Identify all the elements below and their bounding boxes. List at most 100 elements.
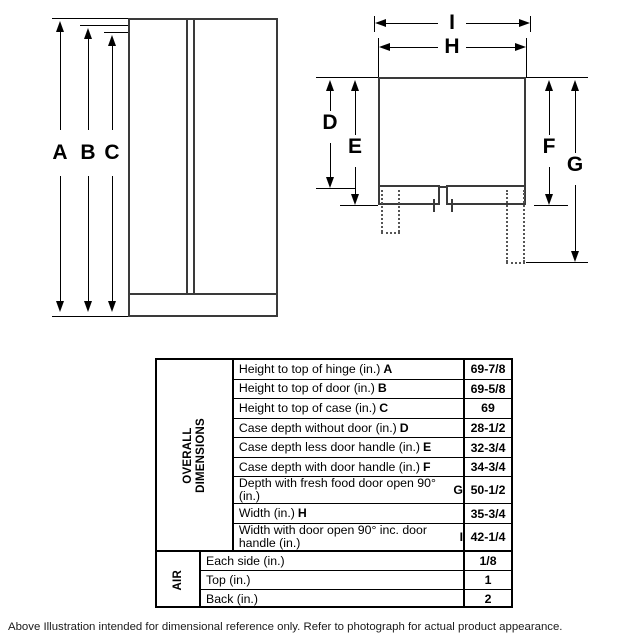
row-value: 42-1/4 xyxy=(463,524,511,551)
table-row: Case depth with door handle (in.) F 34-3… xyxy=(233,457,511,478)
row-description-text: Each side (in.) xyxy=(206,553,285,568)
table-row: Each side (in.) 1/8 xyxy=(201,552,511,571)
table-row: Width with door open 90° inc. door handl… xyxy=(234,524,511,551)
table-group-air: AIR Each side (in.) 1/8 Top (in.) 1 Back… xyxy=(157,552,511,608)
front-elevation-diagram: A B C xyxy=(0,0,300,340)
witness-line-h-right xyxy=(526,38,527,77)
row-description: Height to top of case (in.) C xyxy=(234,399,463,418)
witness-line-c-top xyxy=(104,32,128,33)
table-group-overall-dimensions: OVERALL DIMENSIONS Height to top of hing… xyxy=(157,360,511,552)
row-dimension-key: H xyxy=(297,506,307,521)
row-description-text: Case depth less door handle (in.) xyxy=(238,440,420,455)
dimension-label-h: H xyxy=(442,36,462,57)
table-row: Case depth without door (in.) D 28-1/2 xyxy=(233,418,511,439)
table-group-overall-dimensions-rows: Height to top of hinge (in.) A 69-7/8 He… xyxy=(233,360,511,551)
row-description-text: Height to top of case (in.) xyxy=(238,400,377,415)
dimension-label-e: E xyxy=(345,136,365,157)
dimension-label-i: I xyxy=(442,12,462,33)
witness-line-e-bottom xyxy=(340,205,378,206)
row-description-text: Case depth without door (in.) xyxy=(238,420,397,435)
table-row: Height to top of case (in.) C 69 xyxy=(233,399,511,419)
group-label-air-text: AIR xyxy=(171,569,184,591)
row-value: 35-3/4 xyxy=(463,504,511,524)
dimension-label-b: B xyxy=(78,142,98,163)
row-description: Height to top of hinge (in.) A xyxy=(234,360,463,379)
dimension-label-c: C xyxy=(102,142,122,163)
row-description: Each side (in.) xyxy=(201,552,463,570)
row-description-text: Height to top of hinge (in.) xyxy=(238,361,381,376)
row-value: 69 xyxy=(463,399,511,418)
table-row: Height to top of hinge (in.) A 69-7/8 xyxy=(233,360,511,380)
row-value: 1/8 xyxy=(463,552,511,570)
row-dimension-key: I xyxy=(459,529,463,544)
row-description: Case depth without door (in.) D xyxy=(234,419,463,438)
row-description: Case depth with door handle (in.) F xyxy=(234,458,463,477)
door-split-right-line xyxy=(193,20,195,293)
row-dimension-key: E xyxy=(423,440,432,455)
row-description-text: Top (in.) xyxy=(206,572,251,587)
row-description-text: Back (in.) xyxy=(206,591,258,606)
table-row: Width (in.) H 35-3/4 xyxy=(233,504,511,525)
row-description: Case depth less door handle (in.) E xyxy=(234,438,463,457)
illustration-disclaimer-note: Above Illustration intended for dimensio… xyxy=(8,621,563,633)
table-row: Height to top of door (in.) B 69-5/8 xyxy=(233,379,511,400)
row-description: Back (in.) xyxy=(201,590,463,608)
row-description-text: Case depth with door handle (in.) xyxy=(238,459,420,474)
table-group-air-rows: Each side (in.) 1/8 Top (in.) 1 Back (in… xyxy=(201,552,511,608)
group-label-air: AIR xyxy=(157,552,201,608)
row-description-text: Depth with fresh food door open 90° (in.… xyxy=(238,476,436,504)
top-plan-diagram: I H D E F G xyxy=(300,0,640,300)
row-description: Height to top of door (in.) B xyxy=(234,380,463,399)
table-row: Back (in.) 2 xyxy=(201,590,511,608)
hinge-tick-left xyxy=(433,199,435,212)
witness-line-a-top xyxy=(52,18,128,19)
dimension-label-g: G xyxy=(565,153,585,176)
witness-line-d-bottom xyxy=(316,188,356,189)
fresh-food-door-panel xyxy=(446,185,526,205)
row-value: 69-5/8 xyxy=(463,379,511,399)
table-row: Depth with fresh food door open 90° (in.… xyxy=(233,477,511,505)
row-value: 28-1/2 xyxy=(463,418,511,438)
row-value: 2 xyxy=(463,590,511,608)
row-dimension-key: G xyxy=(453,482,463,497)
row-dimension-key: D xyxy=(399,420,409,435)
row-description-text: Width with door open 90° inc. door handl… xyxy=(238,523,427,551)
dimensions-spec-table: OVERALL DIMENSIONS Height to top of hing… xyxy=(155,358,513,608)
group-label-overall-dimensions-text: OVERALL DIMENSIONS xyxy=(181,417,207,493)
table-row: Top (in.) 1 xyxy=(201,571,511,590)
table-row: Case depth less door handle (in.) E 32-3… xyxy=(233,438,511,458)
row-description: Width with door open 90° inc. door handl… xyxy=(234,524,463,550)
row-dimension-key: B xyxy=(377,381,387,396)
row-value: 1 xyxy=(463,571,511,589)
witness-line-i-left xyxy=(374,16,375,32)
cabinet-base-strip-line xyxy=(130,293,276,295)
witness-line-g-bottom xyxy=(526,262,588,263)
witness-line-i-right xyxy=(530,16,531,32)
door-split-left-line xyxy=(186,20,188,293)
row-dimension-key: C xyxy=(379,400,389,415)
dimension-label-a: A xyxy=(50,142,70,163)
dimension-label-d: D xyxy=(320,112,340,133)
dimension-label-f: F xyxy=(539,136,559,157)
row-description: Depth with fresh food door open 90° (in.… xyxy=(234,477,463,503)
row-description: Width (in.) H xyxy=(234,504,463,523)
row-value: 50-1/2 xyxy=(463,477,511,504)
row-value: 34-3/4 xyxy=(463,457,511,477)
row-description: Top (in.) xyxy=(201,571,463,589)
row-dimension-key: A xyxy=(383,361,393,376)
row-description-text: Height to top of door (in.) xyxy=(238,381,375,396)
hinge-tick-right xyxy=(451,199,453,212)
cabinet-top-outline xyxy=(378,77,526,188)
witness-line-fg-top xyxy=(526,77,588,78)
freezer-door-panel xyxy=(378,185,440,205)
cabinet-front-outline xyxy=(128,18,278,317)
witness-line-h-left xyxy=(378,38,379,77)
group-label-overall-dimensions: OVERALL DIMENSIONS xyxy=(157,360,234,550)
row-description-text: Width (in.) xyxy=(238,506,295,521)
witness-line-f-bottom xyxy=(534,205,568,206)
row-dimension-key: F xyxy=(423,459,431,474)
row-value: 32-3/4 xyxy=(463,438,511,457)
witness-line-bottom xyxy=(52,316,128,317)
witness-line-de-top xyxy=(316,77,378,78)
witness-line-b-top xyxy=(80,25,128,26)
